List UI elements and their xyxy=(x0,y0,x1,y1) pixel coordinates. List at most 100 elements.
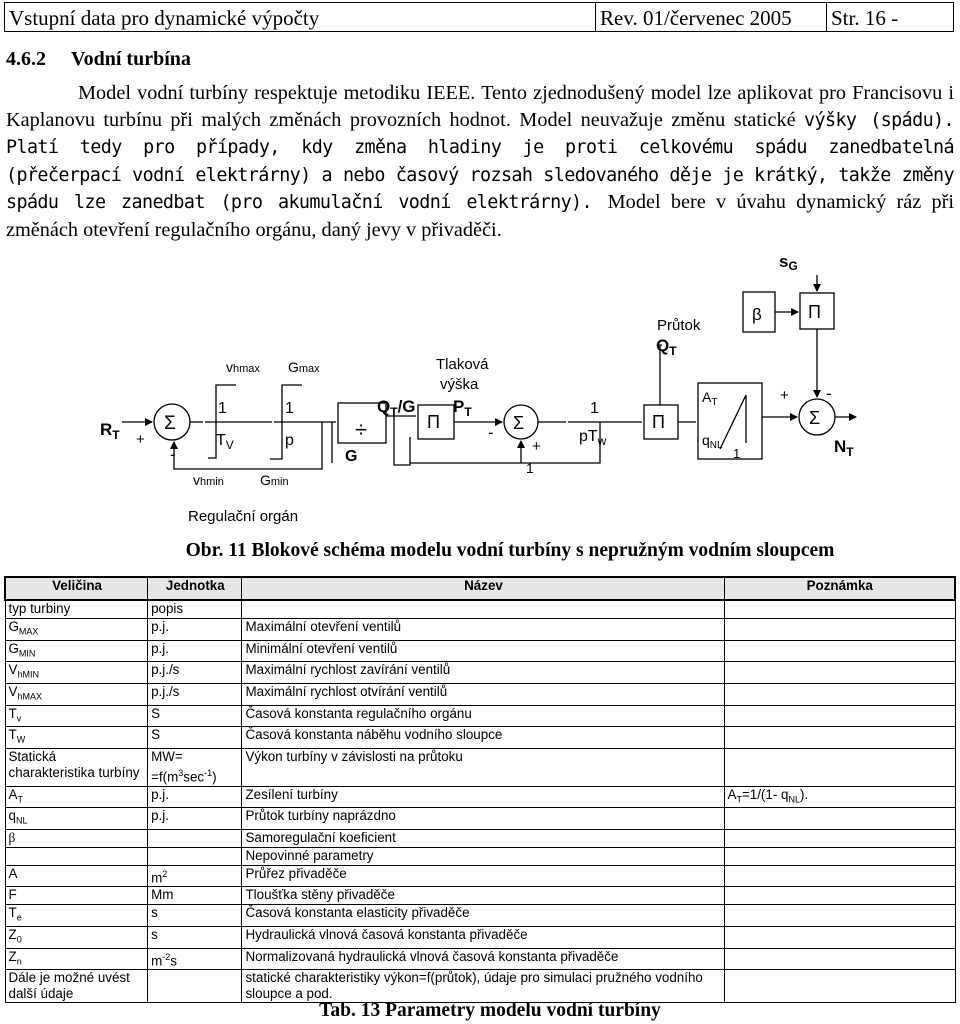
quantity-main: Dále je možné uvést další údaje xyxy=(8,970,130,1002)
svg-text:vhmin: vhmin xyxy=(193,472,224,488)
svg-text:RT: RT xyxy=(100,420,120,442)
unit-tail: s xyxy=(170,953,177,969)
cell-quantity: typ turbiny xyxy=(4,599,149,619)
table-header-row: Veličina Jednotka Název Poznámka xyxy=(4,576,956,601)
unit-main: popis xyxy=(151,601,184,616)
cell-name: Maximální rychlost otvírání ventilů xyxy=(241,683,725,706)
nt-label: N xyxy=(834,437,846,456)
note-tail: =1/(1- q xyxy=(741,786,789,802)
sum1-symbol: Σ xyxy=(164,413,176,434)
gmax-label: G xyxy=(288,359,299,375)
quantity-sub: n xyxy=(16,956,22,967)
unit-main: Mm xyxy=(151,887,174,903)
svg-text:qNL: qNL xyxy=(702,432,723,451)
cell-unit xyxy=(147,969,243,1004)
vmax-label: v xyxy=(226,359,233,375)
cell-name: Minimální otevření ventilů xyxy=(241,639,725,663)
cell-unit: m2 xyxy=(147,864,243,888)
cell-note xyxy=(723,683,956,706)
cell-unit: s xyxy=(147,904,243,927)
paragraph-part-3: Model bere v úvahu dynamický ráz při změ… xyxy=(6,191,954,241)
cell-quantity: GMIN xyxy=(4,639,149,663)
qnl-label: q xyxy=(702,432,710,448)
cell-unit: popis xyxy=(147,599,243,619)
cell-quantity: Tv xyxy=(4,704,149,728)
cell-note xyxy=(723,661,956,685)
header-unit: Jednotka xyxy=(147,576,243,601)
gmin-label: G xyxy=(260,472,271,488)
unit-main: S xyxy=(151,727,161,743)
cell-quantity: VhMIN xyxy=(4,661,149,685)
cell-note xyxy=(723,748,956,787)
qt-label: Q xyxy=(656,336,669,355)
cell-unit: p.j. xyxy=(147,618,243,641)
divide-block xyxy=(337,402,387,444)
note-main: A xyxy=(727,786,737,802)
quantity-sub: W xyxy=(16,735,26,746)
svg-text:PT: PT xyxy=(453,397,472,419)
quantity-main: q xyxy=(8,808,16,824)
cell-note xyxy=(723,969,956,1004)
unit-main: m xyxy=(151,953,163,969)
cell-name: Nepovinné parametry xyxy=(241,846,725,866)
quantity-main: A xyxy=(8,865,18,881)
section-number: 4.6.2 xyxy=(6,48,46,70)
cell-name: Časová konstanta regulačního orgánu xyxy=(241,704,725,728)
flow-label: Průtok xyxy=(657,317,701,334)
cell-quantity: TW xyxy=(4,726,149,750)
note-tail-2: ). xyxy=(799,786,809,802)
cell-name: Hydraulická vlnová časová konstanta přiv… xyxy=(241,925,725,949)
body-paragraph: Model vodní turbíny respektuje metodiku … xyxy=(6,80,955,243)
sg-label: s xyxy=(779,252,788,271)
section-title: Vodní turbína xyxy=(71,48,191,70)
cell-unit xyxy=(147,846,243,866)
sum2-plus: + xyxy=(532,438,541,455)
table-caption: Tab. 13 Parametry modelu vodní turbíny xyxy=(319,1000,661,1021)
cell-name: Časová konstanta elasticity přivaděče xyxy=(241,904,725,927)
cell-quantity xyxy=(4,846,149,866)
page-header: Vstupní data pro dynamické výpočty Rev. … xyxy=(4,2,954,32)
quantity-main: β xyxy=(8,829,16,845)
cell-note xyxy=(723,726,956,750)
cell-note xyxy=(723,864,956,888)
at-label: A xyxy=(702,389,712,405)
unit-main: p.j. xyxy=(151,640,169,656)
cell-name: Průřez přivaděče xyxy=(241,864,725,888)
cell-note xyxy=(723,639,956,663)
quantity-sub: v xyxy=(16,713,22,724)
cell-name: Průtok turbíny naprázdno xyxy=(241,807,725,830)
quantity-sub: hMAX xyxy=(17,691,42,702)
cell-unit xyxy=(147,828,243,848)
cell-note xyxy=(723,704,956,728)
header-revision: Rev. 01/červenec 2005 xyxy=(596,3,827,31)
sum2-constant: 1 xyxy=(526,460,534,476)
unit-main: MW= =f(m xyxy=(151,749,183,785)
turbine-gain-curve xyxy=(719,394,747,450)
cell-quantity: Statická charakteristika turbíny xyxy=(4,748,149,787)
svg-text:TV: TV xyxy=(216,432,234,452)
turbine-gain-block xyxy=(697,382,763,460)
quantity-main: T xyxy=(8,905,17,921)
cell-unit: Mm xyxy=(147,886,243,906)
unit-main: p.j./s xyxy=(151,684,180,700)
unit-sup: -2 xyxy=(162,951,171,962)
pressure-label-1: Tlaková xyxy=(436,356,489,373)
paragraph-part-1: Model vodní turbíny respektuje metodiku … xyxy=(6,82,954,131)
cell-note xyxy=(723,599,956,619)
cell-name xyxy=(241,599,725,619)
cell-name: Maximální otevření ventilů xyxy=(241,618,725,641)
cell-name: Zesílení turbíny xyxy=(241,785,725,809)
header-quantity: Veličina xyxy=(4,576,149,601)
cell-note xyxy=(723,828,956,848)
pt-label: P xyxy=(453,397,464,416)
header-note: Poznámka xyxy=(723,576,956,601)
sum2-symbol: Σ xyxy=(513,413,524,433)
svg-text:NT: NT xyxy=(834,437,854,459)
note-sub: T xyxy=(736,794,742,805)
quantity-sub: MAX xyxy=(18,626,39,637)
parameter-table: Veličina Jednotka Název Poznámka typ tur… xyxy=(4,576,956,1004)
